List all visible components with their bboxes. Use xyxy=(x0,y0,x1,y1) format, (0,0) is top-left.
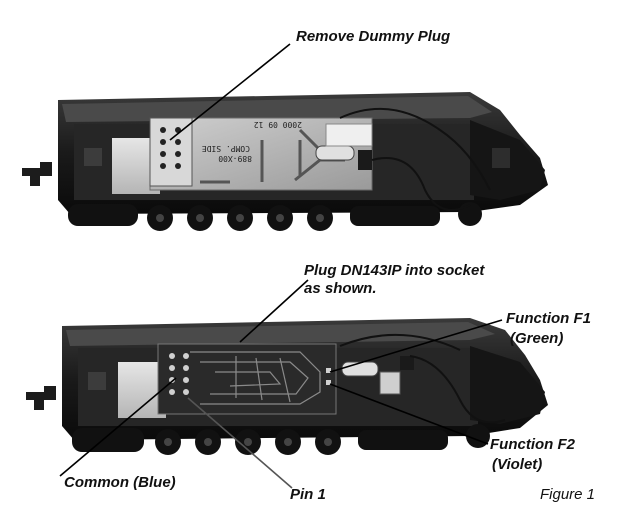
leader-function-f2 xyxy=(329,383,489,445)
label-remove-dummy-plug: Remove Dummy Plug xyxy=(296,28,451,45)
leader-lines xyxy=(59,43,503,489)
leader-function-f1 xyxy=(329,319,503,373)
label-common-blue: Common (Blue) xyxy=(64,474,176,491)
board-text-comp-side: COMP. SIDE xyxy=(202,144,250,153)
leader-common xyxy=(59,377,177,477)
label-pin-1: Pin 1 xyxy=(290,486,326,503)
board-text-date: 2000 09 12 xyxy=(254,120,302,129)
leader-plug-socket xyxy=(239,279,309,343)
label-plug-line-2: as shown. xyxy=(304,280,377,297)
bottom-locomotive xyxy=(26,318,548,455)
board-text-part-no: 889-X00 xyxy=(218,154,252,163)
leader-pin-1 xyxy=(187,397,293,489)
label-function-f1-color: (Green) xyxy=(510,330,564,347)
leader-remove-dummy-plug xyxy=(169,43,291,141)
figure-caption: Figure 1 xyxy=(540,486,596,503)
label-plug-line-1: Plug DN143IP into socket xyxy=(304,262,485,279)
label-function-f2-color: (Violet) xyxy=(492,456,543,473)
top-locomotive: COMP. SIDE 889-X00 2000 09 12 xyxy=(22,92,548,231)
label-function-f2: Function F2 xyxy=(490,436,575,453)
label-function-f1: Function F1 xyxy=(506,310,591,327)
